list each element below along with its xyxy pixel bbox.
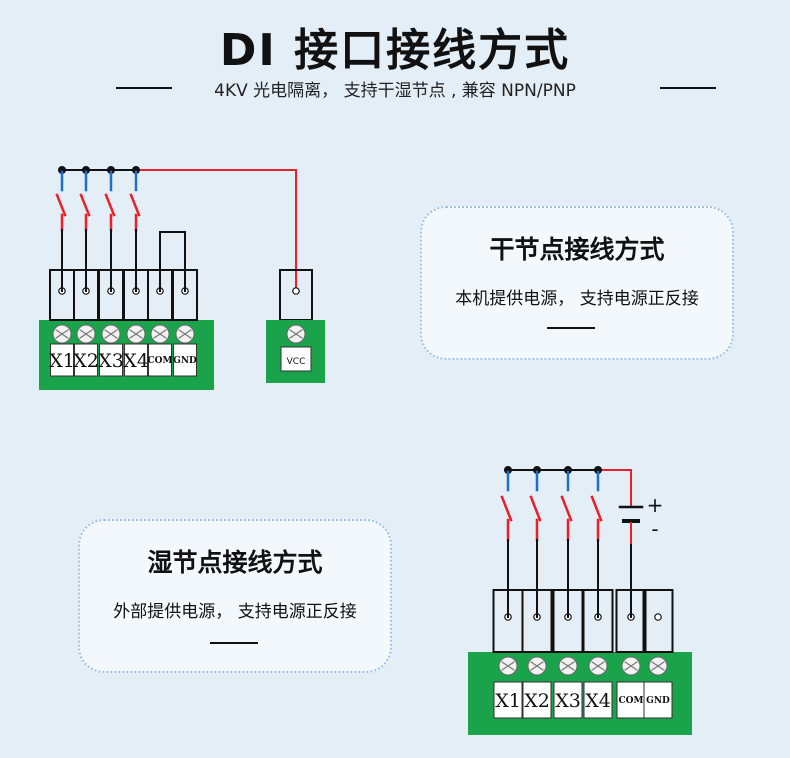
- dry-contact-card: 干节点接线方式 本机提供电源， 支持电源正反接: [420, 206, 734, 360]
- wet-label-cell-4: [583, 681, 613, 719]
- wet-junction-dot-4: [594, 466, 602, 474]
- wet-screw-6-slot-b: [651, 661, 665, 671]
- subtitle-rule-right: [660, 87, 716, 89]
- dry-red-blade-4: [129, 193, 141, 217]
- dry-junction-dot-3: [107, 166, 115, 174]
- wet-screw-2-slot-b: [530, 661, 544, 671]
- wet-battery-minus-sign: -: [651, 517, 658, 541]
- wet-junction-dot-2: [533, 466, 541, 474]
- wet-screw-4-slot-b: [591, 661, 605, 671]
- subtitle-rule-left: [116, 87, 172, 89]
- wet-label-cell-6: [643, 681, 673, 719]
- dry-screw-5-slot-b: [153, 329, 167, 339]
- dry-terminal-label-x4: X4: [123, 350, 149, 372]
- wet-battery-plus-sign: +: [647, 493, 664, 517]
- dry-junction-dot-1: [58, 166, 66, 174]
- dry-contact-card-title: 干节点接线方式: [489, 235, 665, 264]
- dry-screw-6-slot-b: [178, 329, 192, 339]
- wet-screw-3-slot-b: [561, 661, 575, 671]
- wet-terminal-label-x1: X1: [495, 690, 521, 712]
- wet-red-blade-2: [529, 495, 542, 522]
- wet-label-cell-3: [553, 681, 583, 719]
- dry-terminal-label-x1: X1: [49, 350, 75, 372]
- dry-junction-dot-2: [82, 166, 90, 174]
- dry-red-blade-1: [55, 193, 67, 217]
- wet-screw-1-slot-b: [501, 661, 515, 671]
- wet-junction-dot-3: [564, 466, 572, 474]
- dry-vcc-screw-slot-b: [289, 329, 303, 339]
- dry-junction-dot-4: [132, 166, 140, 174]
- wet-terminal-label-com: COM: [619, 696, 644, 706]
- dry-label-cell-4: [124, 343, 148, 377]
- dry-screw-3-slot-b: [104, 329, 118, 339]
- wet-red-blade-4: [590, 495, 603, 522]
- wet-contact-card-title: 湿节点接线方式: [147, 548, 323, 577]
- dry-screw-2-slot-b: [79, 329, 93, 339]
- dry-terminal-label-gnd: GND: [173, 356, 197, 366]
- dry-terminal-label-x2: X2: [73, 350, 99, 372]
- wet-terminal-label-gnd: GND: [646, 696, 670, 706]
- wet-junction-dot-1: [504, 466, 512, 474]
- dry-label-cell-1: [50, 343, 74, 377]
- dry-label-cell-5: [148, 343, 172, 377]
- wet-terminal-label-x2: X2: [524, 690, 550, 712]
- dry-screw-1-slot-b: [55, 329, 69, 339]
- wet-label-cell-1: [493, 681, 523, 719]
- wet-terminal-label-x4: X4: [585, 690, 611, 712]
- wet-terminal-label-x3: X3: [555, 690, 581, 712]
- dry-label-cell-3: [99, 343, 123, 377]
- dry-vcc-hole: [292, 287, 300, 295]
- wet-red-blade-1: [500, 495, 513, 522]
- page-title: DI 接口接线方式: [219, 25, 571, 76]
- wet-contact-card-bar: [210, 642, 258, 644]
- dry-terminal-label-x3: X3: [98, 350, 124, 372]
- dry-terminal-label-com: COM: [148, 356, 173, 366]
- dry-label-cell-6: [173, 343, 197, 377]
- wet-label-cell-2: [522, 681, 552, 719]
- wet-contact-card-text: 外部提供电源， 支持电源正反接: [113, 602, 357, 622]
- dry-contact-card-text: 本机提供电源， 支持电源正反接: [455, 289, 699, 309]
- wet-terminal-box-6: [642, 589, 674, 653]
- dry-label-cell-2: [74, 343, 98, 377]
- page-subtitle: 4KV 光电隔离， 支持干湿节点 , 兼容 NPN/PNP: [214, 81, 576, 101]
- wet-screw-5-slot-b: [624, 661, 638, 671]
- wet-contact-card: 湿节点接线方式 外部提供电源， 支持电源正反接: [78, 519, 392, 673]
- dry-red-blade-3: [104, 193, 116, 217]
- dry-screw-4-slot-b: [129, 329, 143, 339]
- dry-contact-card-bar: [547, 327, 595, 329]
- dry-vcc-label: VCC: [287, 357, 306, 367]
- dry-red-blade-2: [79, 193, 91, 217]
- wet-hole-6: [654, 613, 662, 621]
- wet-label-cell-5: [616, 681, 646, 719]
- dry-vcc-label-cell: [280, 346, 312, 372]
- wet-red-blade-3: [560, 495, 573, 522]
